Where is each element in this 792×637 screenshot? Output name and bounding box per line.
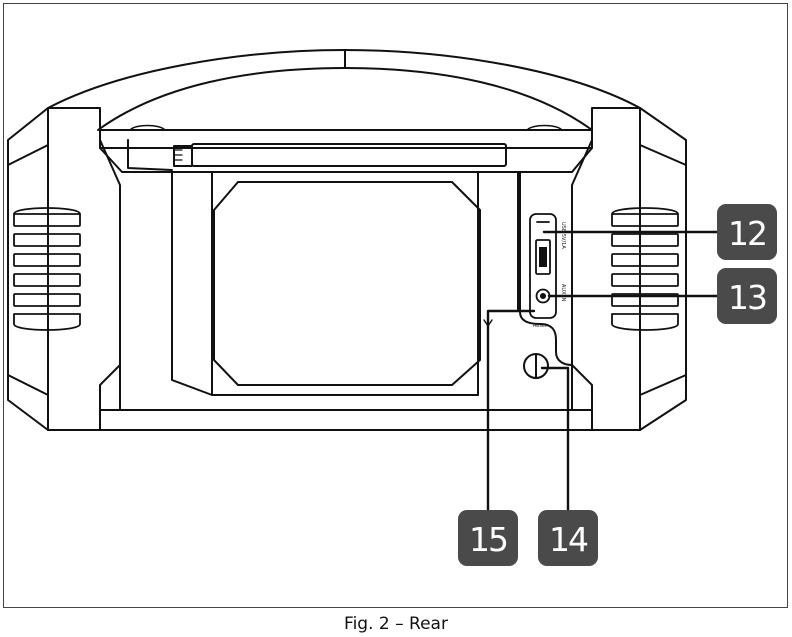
caption-separator: – (395, 614, 404, 634)
rear-view-diagram: USB 5V/1A AUX IN Reset 12 13 14 15 (0, 0, 792, 610)
battery-compartment-cover (214, 182, 480, 385)
callout-13: 13 (717, 268, 777, 324)
aux-label: AUX IN (560, 284, 566, 302)
left-speaker-housing (8, 108, 120, 430)
antenna (128, 140, 506, 170)
usb-label: USB 5V/1A (560, 222, 566, 249)
power-socket (524, 354, 548, 378)
callout-15-label: 15 (469, 520, 507, 559)
callout-14-label: 14 (549, 520, 588, 559)
callout-12: 12 (717, 204, 777, 260)
reset-label: Reset (533, 323, 547, 329)
right-speaker-housing (572, 108, 686, 430)
rear-panel (172, 172, 518, 395)
base (100, 365, 592, 430)
leader-line-15 (488, 311, 534, 514)
caption-title: Rear (409, 614, 448, 634)
right-speaker-grille (612, 208, 678, 330)
figure-caption: Fig. 2 – Rear (0, 614, 792, 634)
carry-handle (48, 50, 640, 130)
port-panel (520, 172, 572, 365)
callout-13-label: 13 (728, 278, 766, 317)
callout-12-label: 12 (728, 214, 766, 253)
callout-15: 15 (458, 510, 518, 566)
aux-port (537, 290, 550, 303)
caption-fig-label: Fig. 2 (344, 614, 390, 634)
usb-port (536, 222, 550, 274)
callout-14: 14 (538, 510, 598, 566)
leader-line-14 (542, 368, 568, 514)
